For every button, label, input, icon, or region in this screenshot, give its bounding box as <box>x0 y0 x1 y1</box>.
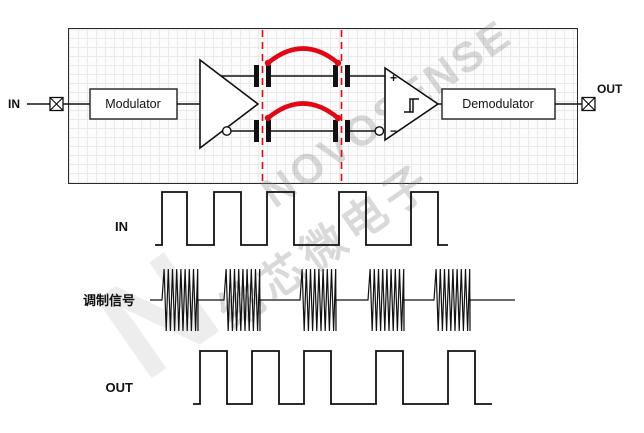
capacitor-plate <box>254 65 259 87</box>
inverter-bubble-icon <box>221 126 232 136</box>
schmitt-trigger-icon <box>404 98 419 113</box>
in-square-wave <box>155 191 448 246</box>
capacitor-plate <box>266 65 271 87</box>
in-terminal-label: IN <box>8 97 20 111</box>
driver-amplifier <box>199 58 260 150</box>
capacitor-plate <box>333 120 338 142</box>
isolation-capacitors <box>254 30 385 183</box>
modulated-burst-wave <box>150 268 515 332</box>
waveform-modulated: 调制信号 <box>83 268 515 332</box>
capacitor-plate <box>345 65 350 87</box>
modulated-wave-label: 调制信号 <box>83 293 135 308</box>
capacitor-plate <box>345 120 350 142</box>
output-terminal: OUT <box>581 82 623 112</box>
receiver-comparator: + − <box>374 66 442 142</box>
driver-triangle-icon <box>199 58 260 150</box>
demodulator-box <box>441 88 556 120</box>
modulator-box <box>89 88 178 120</box>
coupling-arc-top <box>265 46 341 66</box>
modulator-block: Modulator <box>89 88 200 120</box>
capacitor-plate <box>333 65 338 87</box>
input-terminal: IN <box>8 96 90 112</box>
demodulator-block: Demodulator <box>441 88 582 120</box>
in-port-x-icon <box>49 97 64 111</box>
out-terminal-label: OUT <box>597 82 623 96</box>
inverter-bubble-icon <box>374 126 385 136</box>
receiver-triangle-icon <box>384 66 440 142</box>
modulator-label: Modulator <box>105 97 161 111</box>
capacitor-plate <box>266 120 271 142</box>
out-wave-label: OUT <box>106 380 134 395</box>
arc-endpoint-dot <box>264 59 272 67</box>
capacitor-plate <box>254 120 259 142</box>
waveform-out: OUT <box>106 350 492 405</box>
arc-endpoint-dot <box>264 114 272 122</box>
minus-input-label: − <box>390 124 397 138</box>
waveform-in: IN <box>115 191 448 246</box>
arc-endpoint-dot <box>334 114 342 122</box>
demodulator-label: Demodulator <box>462 97 534 111</box>
out-port-x-icon <box>581 97 596 111</box>
in-wave-label: IN <box>115 219 128 234</box>
out-square-wave <box>193 350 492 405</box>
coupling-arc-bottom <box>265 101 341 121</box>
plus-input-label: + <box>390 71 397 85</box>
arc-endpoint-dot <box>334 59 342 67</box>
